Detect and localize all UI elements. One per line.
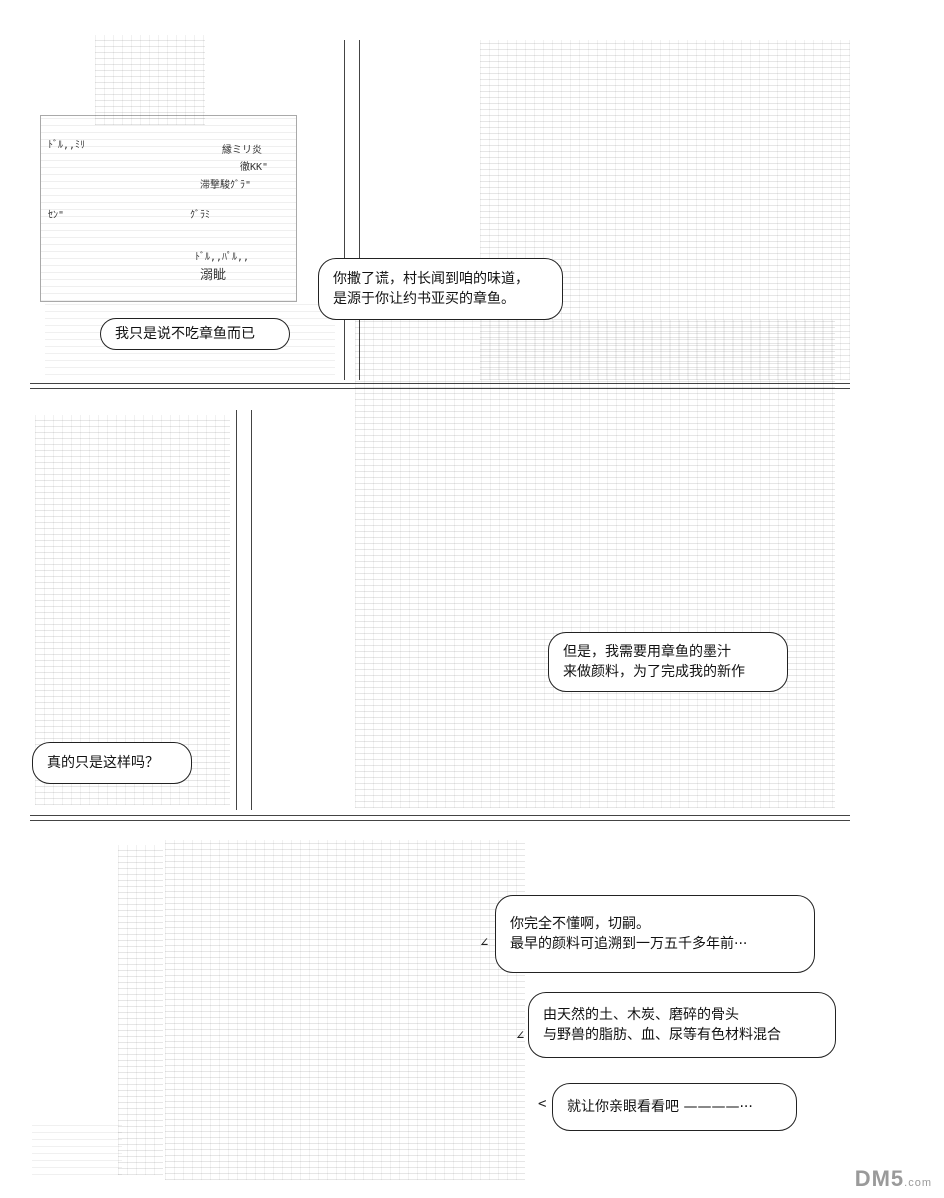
ascii-art-character-head: [480, 40, 850, 380]
panel-divider-v2b: [251, 410, 252, 810]
bubble-tail-icon: ∠: [480, 935, 489, 951]
poster-sfx-3: ｾﾝ": [48, 210, 65, 221]
ascii-art-character-painter: [165, 840, 525, 1180]
watermark-brand: DM5: [854, 1166, 905, 1191]
panel-divider-middle: [30, 815, 850, 821]
speech-bubble-octopus-ink: 但是，我需要用章鱼的墨汁 来做颜料，为了完成我的新作: [548, 632, 788, 692]
speech-bubble-lied: 你撒了谎，村长闻到咱的味道， 是源于你让约书亚买的章鱼。: [318, 258, 563, 320]
bubble-text-line1: 由天然的土、木炭、磨碎的骨头: [543, 1007, 739, 1023]
poster-text-1: 縁ミリ炎: [222, 145, 262, 156]
ascii-art-closeup: [35, 415, 230, 805]
bubble-text-line2: 最早的颜料可追溯到一万五千多年前···: [510, 936, 748, 952]
poster-sfx-2: ﾄﾞﾙ,,ﾊﾟﾙ,,: [195, 252, 250, 263]
site-watermark-logo: DM5.com: [855, 1166, 932, 1192]
bubble-text-line1: 你完全不懂啊，切嗣。: [510, 916, 650, 932]
bubble-text-line2: 与野兽的脂肪、血、尿等有色材料混合: [543, 1027, 781, 1043]
panel-divider-v1b: [359, 40, 360, 380]
ascii-art-stripes: [118, 845, 163, 1175]
speech-bubble-really: 真的只是这样吗？: [32, 742, 192, 784]
ascii-art-figure-small: [95, 35, 205, 125]
poster-text-2: 徹KK": [240, 162, 269, 173]
speech-bubble-dont-understand: 你完全不懂啊，切嗣。 最早的颜料可追溯到一万五千多年前···: [495, 895, 815, 973]
panel-divider-top: [30, 383, 850, 389]
bubble-tail-icon: ∠: [516, 1028, 525, 1044]
speech-bubble-see-for-yourself: 就让你亲眼看看吧 ————···: [552, 1083, 797, 1131]
speech-bubble-only-said: 我只是说不吃章鱼而已: [100, 318, 290, 350]
poster-sfx-1: ﾄﾞﾙ,,ﾐﾘ: [48, 140, 86, 151]
bubble-tail-icon: <: [538, 1096, 547, 1112]
bubble-text: 我只是说不吃章鱼而已: [115, 326, 255, 342]
bubble-text: 就让你亲眼看看吧 ————···: [567, 1099, 753, 1115]
panel-divider-v1a: [344, 40, 345, 380]
ascii-art-corner: [32, 1125, 122, 1175]
poster-sfx-4: ｸﾞﾗﾐ: [190, 210, 210, 221]
panel-divider-v2a: [236, 410, 237, 810]
bubble-text: 真的只是这样吗？: [47, 755, 159, 771]
bubble-text-line2: 来做颜料，为了完成我的新作: [563, 664, 745, 680]
speech-bubble-natural-materials: 由天然的土、木炭、磨碎的骨头 与野兽的脂肪、血、尿等有色材料混合: [528, 992, 836, 1058]
watermark-domain: .com: [904, 1177, 932, 1189]
bubble-text-line1: 你撒了谎，村长闻到咱的味道，: [333, 271, 529, 287]
poster-text-3: 滞撃駿ｸﾞﾗ": [200, 180, 252, 191]
bubble-text-line1: 但是，我需要用章鱼的墨汁: [563, 644, 731, 660]
ascii-art-poster: [40, 115, 297, 302]
ascii-art-character-body: [355, 320, 835, 808]
poster-text-4: 溺眦: [200, 268, 227, 283]
bubble-text-line2: 是源于你让约书亚买的章鱼。: [333, 291, 515, 307]
